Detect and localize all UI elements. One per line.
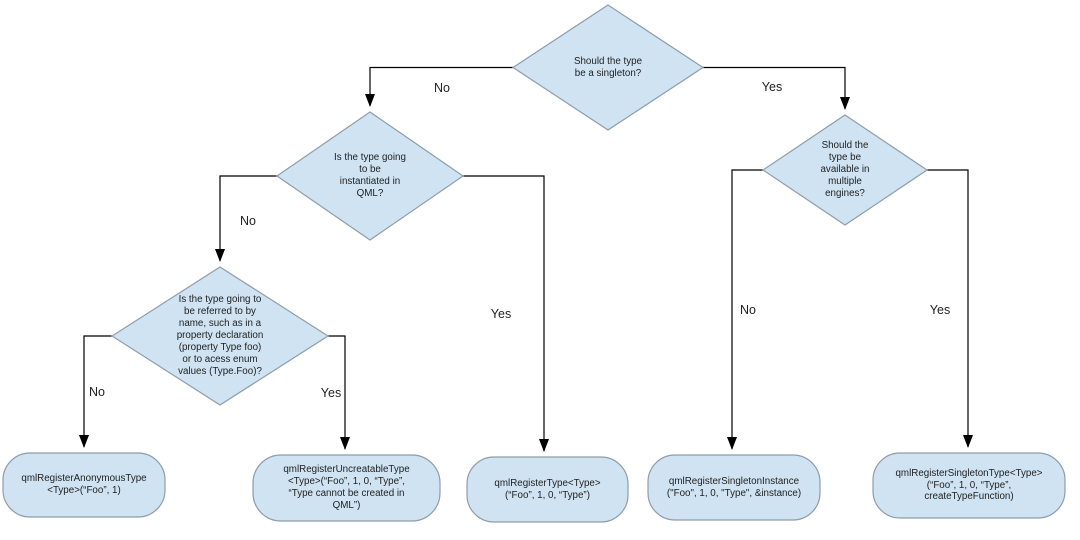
decision-diamond-multiple-engines bbox=[761, 114, 929, 226]
decision-diamond-instantiated bbox=[275, 111, 465, 241]
connector-singleton-no bbox=[365, 66, 513, 107]
result-box-anonymous-type bbox=[2, 452, 166, 518]
decision-diamond-singleton bbox=[511, 4, 705, 131]
result-box-singleton-instance bbox=[647, 454, 821, 521]
connector-referred-yes bbox=[328, 335, 350, 450]
result-box-singleton-type bbox=[872, 452, 1066, 519]
connector-engines-yes bbox=[927, 169, 973, 448]
connector-singleton-yes bbox=[703, 66, 850, 110]
connector-instantiated-no bbox=[215, 175, 277, 262]
connector-instantiated-yes bbox=[463, 175, 549, 452]
connector-referred-no bbox=[79, 335, 112, 448]
connector-engines-no bbox=[727, 169, 763, 450]
result-box-uncreatable-type bbox=[252, 454, 441, 522]
result-box-register-type bbox=[466, 456, 629, 523]
decision-diamond-referred-by-name bbox=[110, 266, 330, 406]
